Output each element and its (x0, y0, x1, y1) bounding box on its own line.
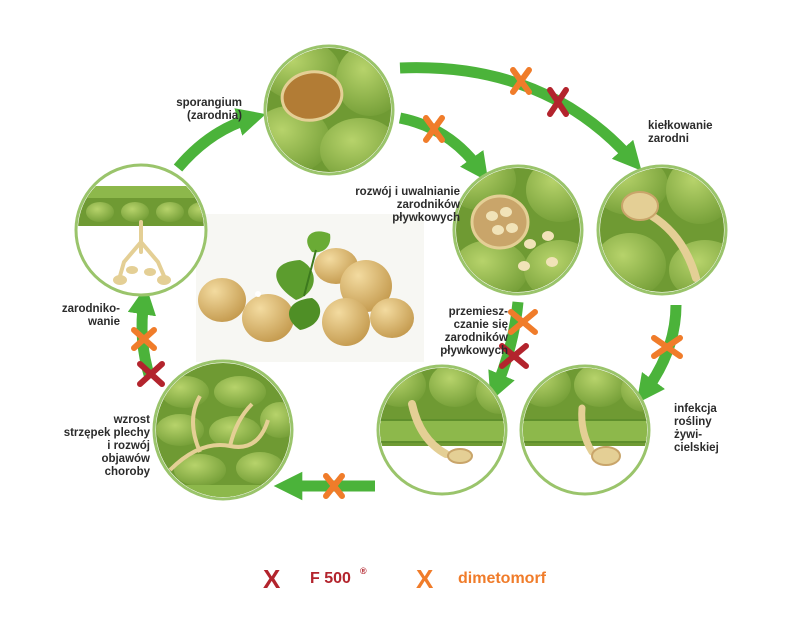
label-sporangium: sporangium (zarodnia) (176, 97, 242, 122)
potato-photo (196, 214, 424, 362)
inhibition-marks (131, 67, 683, 499)
arrow-sporangium-to-release (398, 112, 489, 182)
f500-mark (499, 343, 529, 369)
stage-zoospore-release-image (452, 164, 584, 296)
stage-mycelium-growth-image (152, 359, 294, 501)
legend-f500-mark: X (263, 564, 281, 594)
arrow-release-to-movement (488, 301, 524, 402)
arrow-sporangium-to-germination (399, 62, 642, 171)
label-zoospore-movement: przemiesz- czanie się zarodników pływkow… (440, 306, 508, 357)
label-mycelium-growth: wzrost strzępek plechy i rozwój objawów … (63, 414, 150, 478)
dimetomorf-mark (323, 473, 345, 499)
legend-dimetomorf-mark: X (416, 564, 434, 594)
label-infection: infekcja rośliny żywi- cielskiej (674, 403, 719, 454)
arrow-sporulation-to-sporangium (173, 108, 266, 172)
label-zoospore-release: rozwój i uwalnianie zarodników pływkowyc… (355, 186, 460, 224)
stage-sporulation-image (74, 163, 208, 297)
f500-mark (547, 87, 569, 117)
legend-dimetomorf-label: dimetomorf (458, 570, 546, 587)
stage-germination-image (596, 164, 728, 296)
dimetomorf-mark (510, 67, 532, 95)
dimetomorf-mark (651, 335, 683, 359)
stage-infection-image (519, 364, 651, 496)
f500-mark (137, 361, 165, 387)
dimetomorf-mark (508, 309, 538, 335)
stage-sporangium-image (263, 44, 395, 176)
label-germination: kiełkowanie zarodni (648, 120, 713, 145)
legend-f500-label: F 500 (310, 570, 351, 587)
dimetomorf-mark (131, 327, 157, 351)
label-sporulation: zarodniko- wanie (61, 303, 120, 328)
legend-f500-sup: ® (360, 566, 367, 576)
dimetomorf-mark (423, 115, 445, 143)
